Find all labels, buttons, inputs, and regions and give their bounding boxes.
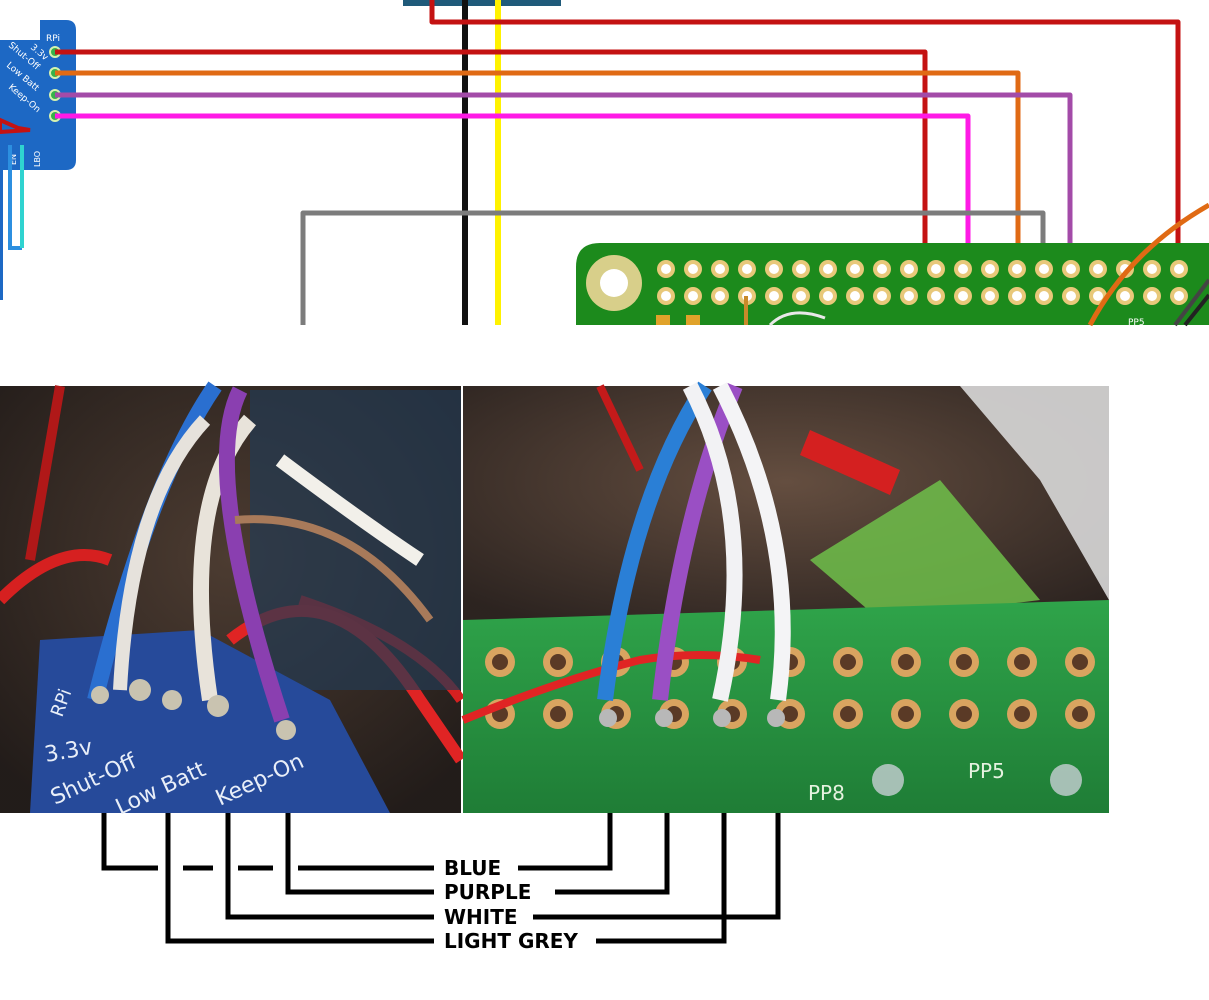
- pi-pp5-label: PP5: [1128, 318, 1145, 328]
- header-hole: [1147, 291, 1157, 301]
- board-header-label: RPi: [46, 34, 60, 44]
- header-hole: [985, 291, 995, 301]
- grey-wire: [300, 210, 1046, 325]
- header-hole: [877, 264, 887, 274]
- header-hole: [904, 264, 914, 274]
- header-hole: [823, 291, 833, 301]
- header-hole: [1066, 291, 1076, 301]
- photo-header-hole: [550, 706, 566, 722]
- legend-purple-label: PURPLE: [444, 880, 531, 904]
- photo-right-silk-pp5: PP5: [968, 759, 1005, 783]
- photo-right: PP8 PP5: [461, 381, 1109, 813]
- photo-header-hole: [492, 654, 508, 670]
- header-hole: [850, 291, 860, 301]
- header-hole: [877, 291, 887, 301]
- header-hole: [796, 264, 806, 274]
- header-hole: [958, 291, 968, 301]
- header-hole: [796, 291, 806, 301]
- photo-header-hole: [840, 706, 856, 722]
- header-hole: [1093, 291, 1103, 301]
- photo-header-hole: [550, 654, 566, 670]
- orange-wire: [55, 70, 1021, 295]
- header-hole: [1147, 264, 1157, 274]
- red-wire-top-loop: [429, 0, 1181, 300]
- photo-header-hole: [1072, 706, 1088, 722]
- photo-header-hole: [956, 706, 972, 722]
- board-pin-label-en: EN: [9, 154, 18, 165]
- header-hole: [958, 264, 968, 274]
- photo-header-hole: [898, 706, 914, 722]
- header-hole: [1093, 264, 1103, 274]
- header-hole: [769, 291, 779, 301]
- header-hole: [850, 264, 860, 274]
- legend-light-grey-label: LIGHT GREY: [444, 929, 578, 953]
- header-hole: [904, 291, 914, 301]
- photo-header-hole: [782, 706, 798, 722]
- schematic-section: RPi 3.3v Shut-Off Low Batt Keep-On EN LB…: [0, 0, 1209, 328]
- header-hole: [1012, 264, 1022, 274]
- photo-header-hole: [840, 654, 856, 670]
- header-hole: [1012, 291, 1022, 301]
- photo-header-hole: [1014, 706, 1030, 722]
- power-board: RPi 3.3v Shut-Off Low Batt Keep-On EN LB…: [0, 20, 76, 300]
- raspberry-pi-board: PP5: [576, 202, 1209, 328]
- legend-white-label: WHITE: [444, 905, 518, 929]
- header-hole: [1174, 264, 1184, 274]
- legend-labels: BLUE PURPLE WHITE LIGHT GREY: [444, 856, 578, 953]
- photo-header-hole: [1072, 654, 1088, 670]
- header-hole: [688, 264, 698, 274]
- header-hole: [661, 264, 671, 274]
- top-connector-block: [403, 0, 561, 6]
- header-hole: [715, 291, 725, 301]
- legend-blue-label: BLUE: [444, 856, 501, 880]
- header-hole: [715, 264, 725, 274]
- header-hole: [1039, 291, 1049, 301]
- header-hole: [688, 291, 698, 301]
- photo-left: RPi 3.3v Shut-Off Low Batt Keep-On: [0, 381, 466, 820]
- photo-header-hole: [1014, 654, 1030, 670]
- photo-header-hole: [898, 654, 914, 670]
- header-hole: [769, 264, 779, 274]
- header-hole: [742, 264, 752, 274]
- legend-leader-lines: [101, 813, 781, 944]
- header-hole: [1120, 291, 1130, 301]
- header-hole: [931, 264, 941, 274]
- header-hole: [823, 264, 833, 274]
- photo-header-hole: [956, 654, 972, 670]
- header-hole: [985, 264, 995, 274]
- header-hole: [1066, 264, 1076, 274]
- header-hole: [661, 291, 671, 301]
- header-hole: [1174, 291, 1184, 301]
- header-hole: [931, 291, 941, 301]
- header-hole: [1039, 264, 1049, 274]
- board-pin-label-lbo: LBO: [33, 151, 42, 167]
- photo-right-silk-pp8: PP8: [808, 781, 845, 805]
